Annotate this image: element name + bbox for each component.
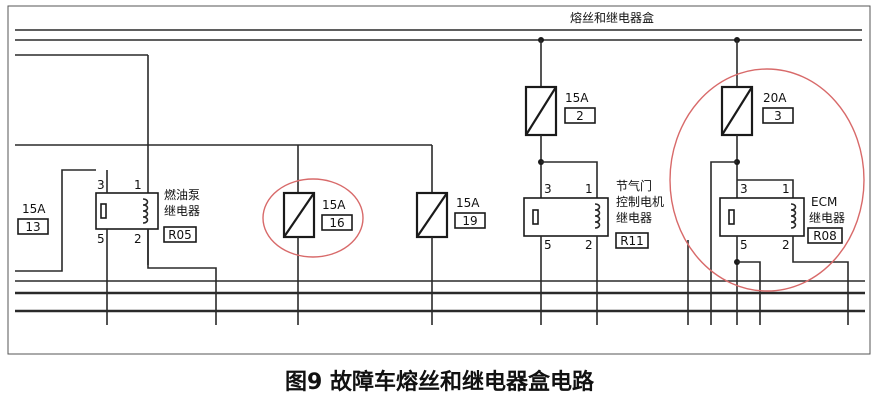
fuse-19-element [416,192,448,238]
relay-r11-code: R11 [620,234,644,248]
figure-caption: 图9 故障车熔丝和继电器盒电路 [285,370,594,395]
relay-r05-name-1: 燃油泵 [164,187,200,202]
relay-r11-pin5: 5 [544,238,552,252]
relay-r08-contact [728,209,735,225]
relay-r05-code: R05 [168,228,192,242]
relay-r05-name-2: 继电器 [164,204,200,218]
fuse-3-rating: 20A [763,91,787,105]
relay-r05-code-box [163,226,197,243]
fuse-13-wire [15,169,96,272]
relay-r08-name-2: 继电器 [809,211,845,225]
r11-coil-feed [541,161,598,198]
relay-r08-pin2: 2 [782,238,790,252]
fuse-19-number: 19 [462,214,477,228]
diagram-frame [7,5,871,355]
relay-r05-pin1: 1 [134,178,142,192]
relay-r11-name-3: 继电器 [616,211,652,225]
fuse-2-rating: 15A [565,91,589,105]
relay-r05-coil-icon [142,198,149,224]
relay-r05-pin2: 2 [134,232,142,246]
fuse-16-number-box [321,214,353,231]
fuse-13-number: 13 [25,220,40,234]
relay-r11-contact [532,209,539,225]
relay-r11-coil-icon [594,203,601,229]
relay-r08-code: R08 [813,229,837,243]
fuse-2-number-box [564,107,596,124]
fuse-3-element [721,86,753,136]
fuse-3-number-box [762,107,794,124]
box-title: 熔丝和继电器盒 [570,10,654,25]
fuse-16-rating: 15A [322,198,346,212]
fuse-16-element [283,192,315,238]
fuse-2-number: 2 [576,109,584,123]
relay-r11-name-1: 节气门 [616,178,652,193]
fuse-13-rating: 15A [22,202,46,216]
fuse-16-number: 16 [329,216,344,230]
fuse-19-number-box [454,212,486,229]
relay-r05-pin5: 5 [97,232,105,246]
fuse-19-rating: 15A [456,196,480,210]
fuse-3-number: 3 [774,109,782,123]
relay-r11-code-box [615,232,649,249]
relay-r08-coil-icon [790,203,797,229]
r08-side-wire [710,161,737,325]
relay-r08-pin3: 3 [740,182,748,196]
fuse-13-number-box [17,218,49,235]
relay-r05-contact [100,203,107,219]
r05-pin2-wire [147,229,217,325]
relay-r11-pin1: 1 [585,182,593,196]
fuse-2-element [525,86,557,136]
r08-coil-feed [737,179,794,198]
relay-r08-pin1: 1 [782,182,790,196]
relay-r11-name-2: 控制电机 [616,195,664,209]
relay-r05-pin3: 3 [97,178,105,192]
relay-r11-pin2: 2 [585,238,593,252]
relay-r08-code-box [807,227,843,244]
relay-r08-pin5: 5 [740,238,748,252]
r08-pin2-wire [792,236,849,325]
relay-r11-pin3: 3 [544,182,552,196]
relay-r08-name-1: ECM [811,195,837,209]
fuse-16-body [282,191,316,239]
r08-highlight-circle [669,68,865,292]
fuse-16-highlight-circle [262,178,364,258]
r08-pin5-branch [737,261,761,325]
